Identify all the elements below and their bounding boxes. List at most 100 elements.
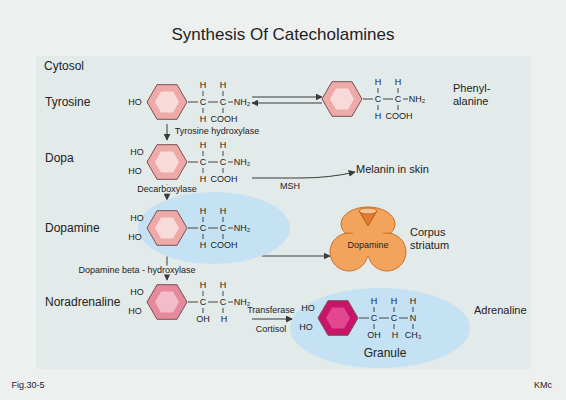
connector bbox=[262, 256, 330, 257]
bond bbox=[208, 228, 218, 229]
cytosol-panel: Tyrosine hydroxylaseDecarboxylase MSH Dopa… bbox=[36, 56, 531, 369]
benzene-ring bbox=[147, 285, 187, 320]
atom-symbol: H bbox=[395, 78, 402, 87]
atom-symbol: C bbox=[371, 314, 378, 323]
note-label: KMc bbox=[534, 381, 552, 390]
bond bbox=[223, 217, 224, 222]
bond bbox=[203, 234, 204, 239]
connector bbox=[252, 103, 322, 104]
bond bbox=[223, 168, 224, 173]
atom-symbol: H bbox=[220, 141, 227, 150]
bond bbox=[394, 307, 395, 312]
node-shape bbox=[330, 205, 406, 272]
enzyme-label: Decarboxylase bbox=[135, 185, 199, 194]
atom-symbol: H bbox=[375, 78, 382, 87]
atom-symbol: HO bbox=[301, 304, 315, 313]
atom-symbol: COOH bbox=[211, 175, 238, 184]
bond bbox=[203, 217, 204, 222]
node-shape-layer bbox=[138, 192, 290, 264]
atom-symbol: HO bbox=[130, 288, 144, 297]
benzene-ring bbox=[147, 85, 187, 120]
atom-symbol: H bbox=[221, 315, 228, 324]
compound-name: Phenyl- alanine bbox=[453, 82, 501, 107]
atom-symbol: H bbox=[200, 81, 207, 90]
atom-symbol: C bbox=[200, 298, 207, 307]
enzyme-label: Tyrosine hydroxylase bbox=[175, 127, 260, 136]
atom-symbol: HO bbox=[128, 167, 142, 176]
atom-symbol: H bbox=[200, 207, 207, 216]
atom-symbol: C bbox=[395, 95, 402, 104]
node-shape bbox=[138, 192, 290, 264]
enzyme-label: Transferase bbox=[247, 306, 295, 315]
benzene-ring bbox=[318, 301, 358, 336]
atom-symbol: COOH bbox=[211, 241, 238, 250]
benzene-ring bbox=[147, 211, 187, 246]
brain-core bbox=[346, 230, 390, 256]
bond bbox=[228, 302, 233, 303]
benzene-ring bbox=[147, 145, 187, 180]
node-text: Melanin in skin bbox=[356, 164, 429, 175]
bond bbox=[203, 308, 204, 313]
atom-symbol: C bbox=[220, 224, 227, 233]
benzene-ring bbox=[155, 92, 179, 113]
atom-symbol: HO bbox=[299, 323, 313, 332]
bond bbox=[223, 91, 224, 96]
corpus-striatum: DopamineCorpus striatum bbox=[330, 205, 406, 272]
atom-symbol: H bbox=[200, 115, 207, 124]
bond bbox=[403, 99, 408, 100]
atom-symbol: NH₂ bbox=[234, 98, 251, 107]
atom-symbol: HO bbox=[128, 307, 142, 316]
compound-name: Tyrosine bbox=[45, 96, 90, 108]
bond bbox=[203, 151, 204, 156]
compound-name: Dopamine bbox=[45, 222, 100, 234]
bond bbox=[223, 108, 224, 113]
bond bbox=[374, 324, 375, 329]
bond bbox=[378, 88, 379, 93]
connector bbox=[167, 124, 168, 140]
bond bbox=[228, 102, 233, 103]
enzyme-label: MSH bbox=[280, 182, 300, 191]
atom-symbol: H bbox=[371, 297, 378, 306]
bond bbox=[188, 162, 198, 163]
atom-symbol: N bbox=[410, 314, 417, 323]
atom-symbol: H bbox=[220, 207, 227, 216]
bond bbox=[413, 324, 414, 329]
bond bbox=[223, 308, 224, 313]
bond bbox=[203, 291, 204, 296]
atom-symbol: C bbox=[200, 98, 207, 107]
atom-symbol: H bbox=[200, 141, 207, 150]
node-shape-layer bbox=[290, 288, 470, 368]
bond bbox=[398, 105, 399, 110]
brain-cone-top bbox=[359, 208, 377, 214]
compound-name: Noradrenaline bbox=[45, 296, 120, 308]
atom-symbol: NH₂ bbox=[409, 95, 426, 104]
atom-symbol: H bbox=[200, 281, 207, 290]
atom-symbol: C bbox=[200, 224, 207, 233]
melanin-box: Melanin in skin bbox=[355, 164, 430, 175]
granule: GranuleAdrenaline bbox=[290, 288, 470, 368]
atom-symbol: H bbox=[220, 281, 227, 290]
bond bbox=[398, 88, 399, 93]
connector bbox=[252, 319, 292, 320]
benzene-ring bbox=[330, 89, 354, 110]
atom-symbol: C bbox=[391, 314, 398, 323]
bond bbox=[378, 105, 379, 110]
benzene-ring bbox=[155, 292, 179, 313]
node-shape-layer bbox=[147, 285, 233, 320]
atom-symbol: HO bbox=[130, 214, 144, 223]
atom-symbol: C bbox=[375, 95, 382, 104]
atom-symbol: NH₂ bbox=[234, 298, 251, 307]
bond bbox=[208, 162, 218, 163]
node-text: Cytosol bbox=[44, 60, 84, 72]
node-text: Dopamine bbox=[347, 241, 388, 250]
note-label: Cortisol bbox=[256, 325, 287, 334]
bond bbox=[203, 108, 204, 113]
benzene-ring bbox=[322, 82, 362, 117]
bond bbox=[413, 307, 414, 312]
benzene-ring bbox=[155, 218, 179, 239]
atom-symbol: H bbox=[410, 297, 417, 306]
atom-symbol: C bbox=[220, 158, 227, 167]
atom-symbol: HO bbox=[128, 233, 142, 242]
benzene-ring bbox=[155, 152, 179, 173]
